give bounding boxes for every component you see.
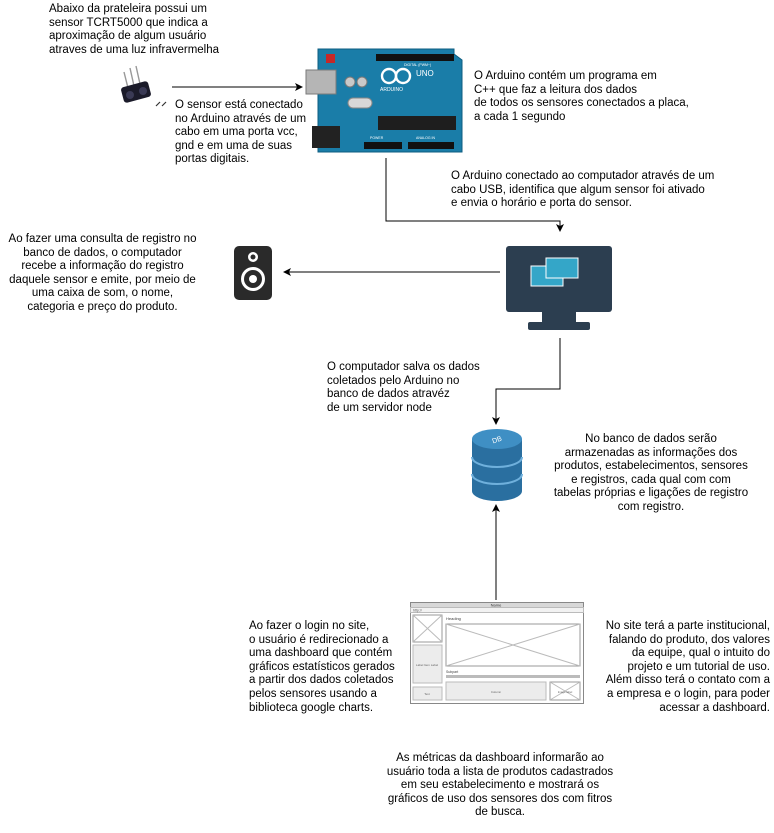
- sensor-connection-description: O sensor está conectado no Arduino atrav…: [175, 99, 307, 166]
- arduino-program-description: O Arduino contém um programa em C++ que …: [474, 70, 689, 123]
- wireframe-heading: Heading: [446, 616, 461, 621]
- computer-save-description: O computador salva os dados coletados pe…: [327, 361, 480, 414]
- arduino-power-label: POWER: [370, 136, 384, 140]
- wireframe-subpart: Subpart: [446, 670, 458, 674]
- arduino-usb-description: O Arduino conectado ao computador atravé…: [451, 170, 715, 210]
- database-icon: DB: [471, 429, 523, 501]
- database-description: No banco de dados serão armazenadas as i…: [553, 433, 749, 513]
- speaker-icon: [234, 246, 272, 300]
- login-description: Ao fazer o login no site, o usuário é re…: [249, 620, 395, 714]
- website-wireframe: Name http:// Heading Label Item Label Su…: [410, 602, 584, 704]
- arduino-uno-board: UNO ARDUINO DIGITAL (PWM~) POWER ANALOG …: [305, 48, 463, 153]
- wireframe-box-image: Image label: [558, 690, 573, 694]
- arrow-arduino-to-computer: [385, 158, 564, 232]
- wireframe-box-column: Column: [491, 690, 502, 694]
- wireframe-title: Name: [491, 603, 502, 608]
- arduino-analog-label: ANALOG IN: [416, 136, 436, 140]
- arduino-model-label: UNO: [416, 69, 434, 78]
- site-description: No site terá a parte institucional, fala…: [605, 620, 770, 714]
- wireframe-url: http://: [413, 609, 422, 613]
- arduino-digital-label: DIGITAL (PWM~): [404, 63, 431, 67]
- sensor-description: Abaixo da prateleira possui um sensor TC…: [49, 3, 220, 56]
- speaker-description: Ao fazer uma consulta de registro no ban…: [8, 233, 197, 313]
- arrow-computer-to-db: [492, 338, 561, 425]
- ir-sensor-icon: [121, 65, 167, 107]
- arduino-brand-label: ARDUINO: [380, 87, 403, 93]
- computer-monitor-icon: [506, 246, 612, 330]
- wireframe-box-left-label: Label Item Label: [416, 663, 439, 667]
- wireframe-box-text: Text: [424, 692, 430, 696]
- db-label: DB: [491, 435, 503, 445]
- dashboard-metrics-description: As métricas da dashboard informarão ao u…: [386, 752, 614, 819]
